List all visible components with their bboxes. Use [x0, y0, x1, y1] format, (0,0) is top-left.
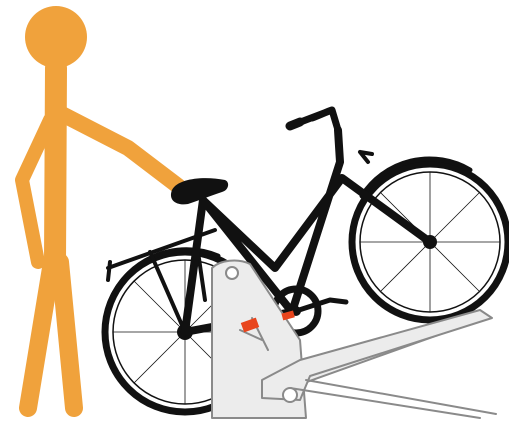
rack-ground-rail-inner	[290, 388, 480, 418]
stick-figure-person	[22, 6, 178, 408]
rack-hole-bottom	[283, 388, 297, 402]
person-arm-right	[58, 112, 178, 186]
brake-lever	[360, 152, 372, 162]
rack-hole-top	[226, 267, 238, 279]
person-leg-right	[60, 262, 74, 408]
bicycle-parking-rack	[212, 261, 496, 418]
rack-ground-rail	[306, 380, 496, 414]
person-leg-left	[28, 262, 52, 408]
person-body	[55, 68, 56, 262]
handlebar-grip	[290, 122, 300, 126]
